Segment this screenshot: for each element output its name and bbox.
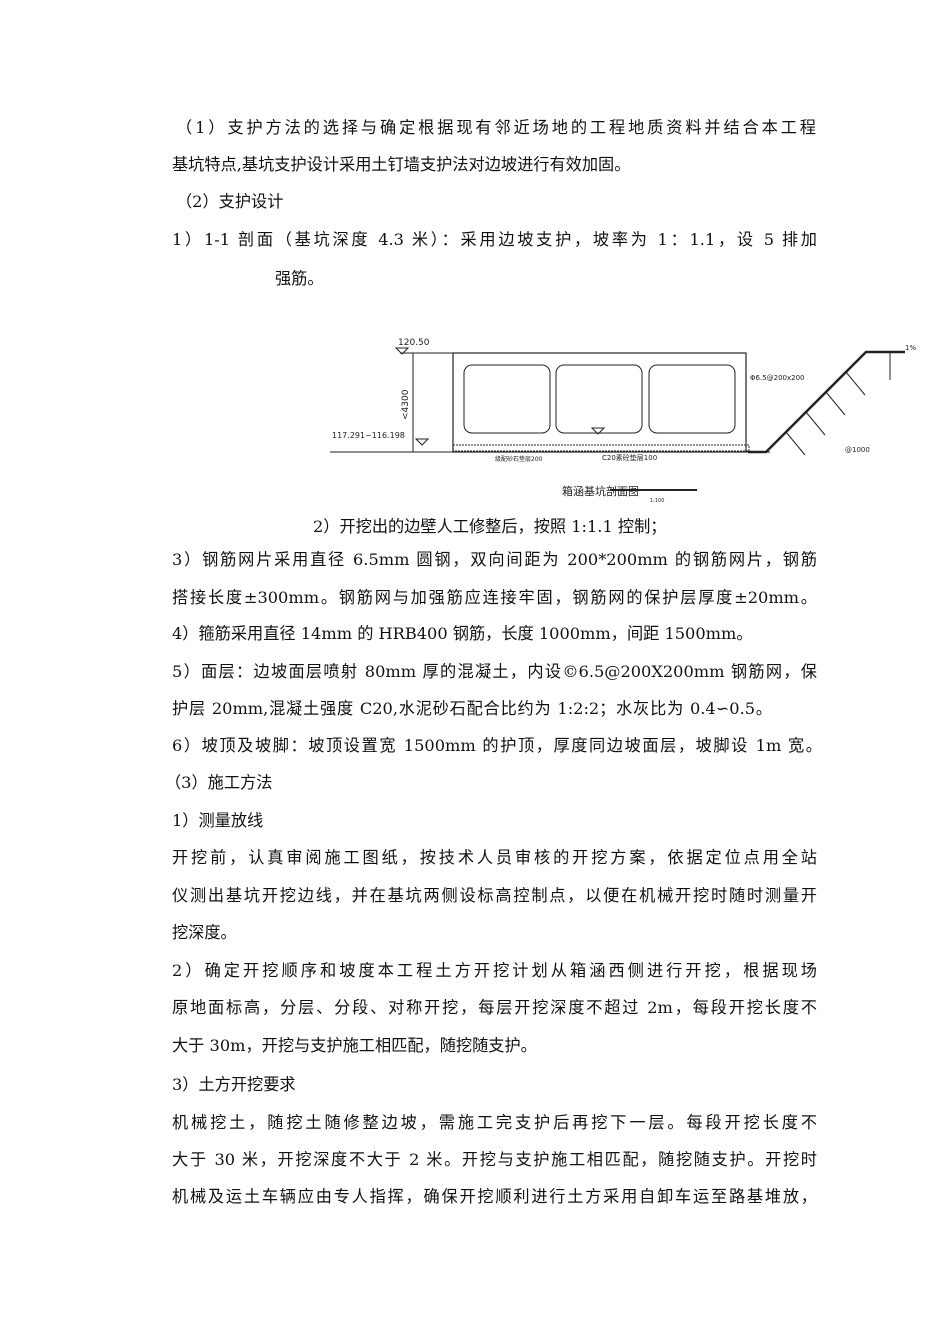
paragraph-line: 3）钢筋网片采用直径 6.5mm 圆钢，双向间距为 200*200mm 的钢筋网…: [172, 550, 817, 569]
subsection-heading: 3）土方开挖要求: [172, 1075, 296, 1094]
figure-scale: 1:100: [650, 498, 664, 504]
paragraph-line: 2）开挖出的边壁人工修整后，按照 1:1.1 控制；: [313, 517, 667, 536]
section-heading: （3）施工方法: [165, 773, 273, 792]
paragraph-line: 仪测出基坑开挖边线，并在基坑两侧设标高控制点，以便在机械开挖时随时测量开: [172, 886, 817, 905]
slope-pct-label: 1%: [905, 344, 916, 352]
paragraph-line: 机械挖土，随挖土随修整边坡，需施工完支护后再挖下一层。每段开挖长度不: [172, 1113, 817, 1132]
cushion-label: C20素砼垫层100: [602, 453, 657, 462]
slope-face: [748, 350, 905, 454]
paragraph-line: 4）箍筋采用直径 14mm 的 HRB400 钢筋，长度 1000mm，间距 1…: [172, 624, 753, 643]
culvert-cell: [648, 364, 736, 434]
gravel-label: 级配砂石垫层200: [495, 455, 543, 463]
paragraph-line: 大于 30 米，开挖深度不大于 2 米。开挖与支护施工相匹配，随挖随支护。开挖时: [172, 1150, 817, 1169]
paragraph-line: 5）面层：边坡面层喷射 80mm 厚的混凝土，内设©6.5@200X200mm …: [172, 662, 817, 681]
paragraph-line: 原地面标高，分层、分段、对称开挖，每层开挖深度不超过 2m，每段开挖长度不: [172, 998, 817, 1017]
paragraph-line: 开挖前，认真审阅施工图纸，按技术人员审核的开挖方案，依据定位点用全站: [172, 848, 817, 867]
elevation-marker: [394, 347, 606, 446]
nail-spacing-label: @1000: [845, 446, 870, 454]
paragraph-line: 6）坡顶及坡脚：坡顶设置宽 1500mm 的护顶，厚度同边坡面层，坡脚设 1m …: [172, 736, 822, 755]
paragraph-line: 护层 20mm,混凝土强度 C20,水泥砂石配合比约为 1:2:2；水灰比为 0…: [172, 699, 772, 718]
paragraph-line: 搭接长度±300mm。钢筋网与加强筋应连接牢固，钢筋网的保护层厚度±20mm。: [172, 588, 817, 607]
culvert-cell: [555, 364, 643, 434]
culvert-box: [452, 352, 747, 453]
top-elevation-label: 120.50: [398, 338, 430, 348]
paragraph-line: 2）确定开挖顺序和坡度本工程土方开挖计划从箱涵西侧进行开挖，根据现场: [172, 961, 817, 980]
paragraph-line: 挖深度。: [172, 923, 237, 942]
section-heading: （2）支护设计: [176, 192, 284, 211]
bottom-elevation-label: 117.291~116.198: [332, 431, 405, 440]
paragraph-line: 基坑特点,基坑支护设计采用土钉墙支护法对边坡进行有效加固。: [172, 155, 631, 174]
depth-label: <4300: [401, 389, 411, 420]
cushion-layer: [452, 444, 750, 452]
paragraph-line: 机械及运土车辆应由专人指挥，确保开挖顺利进行土方采用自卸车运至路基堆放，: [172, 1187, 817, 1206]
paragraph-line: （1）支护方法的选择与确定根据现有邻近场地的工程地质资料并结合本工程: [176, 118, 816, 137]
paragraph-line: 1）1-1 剖面（基坑深度 4.3 米）：采用边坡支护，坡率为 1：1.1，设 …: [172, 230, 817, 249]
subsection-heading: 1）测量放线: [172, 811, 264, 830]
box-culvert-section-figure: 120.50 <4300 117.291~116.198 Φ6.5@200x20…: [330, 338, 916, 504]
paragraph-line: 大于 30m，开挖与支护施工相匹配，随挖随支护。: [172, 1036, 537, 1055]
mesh-label: Φ6.5@200x200: [750, 374, 805, 382]
figure-title: 箱涵基坑剖面图: [562, 484, 639, 498]
culvert-cell: [463, 364, 551, 434]
paragraph-line: 强筋。: [275, 269, 324, 288]
soil-nails: [785, 371, 866, 456]
